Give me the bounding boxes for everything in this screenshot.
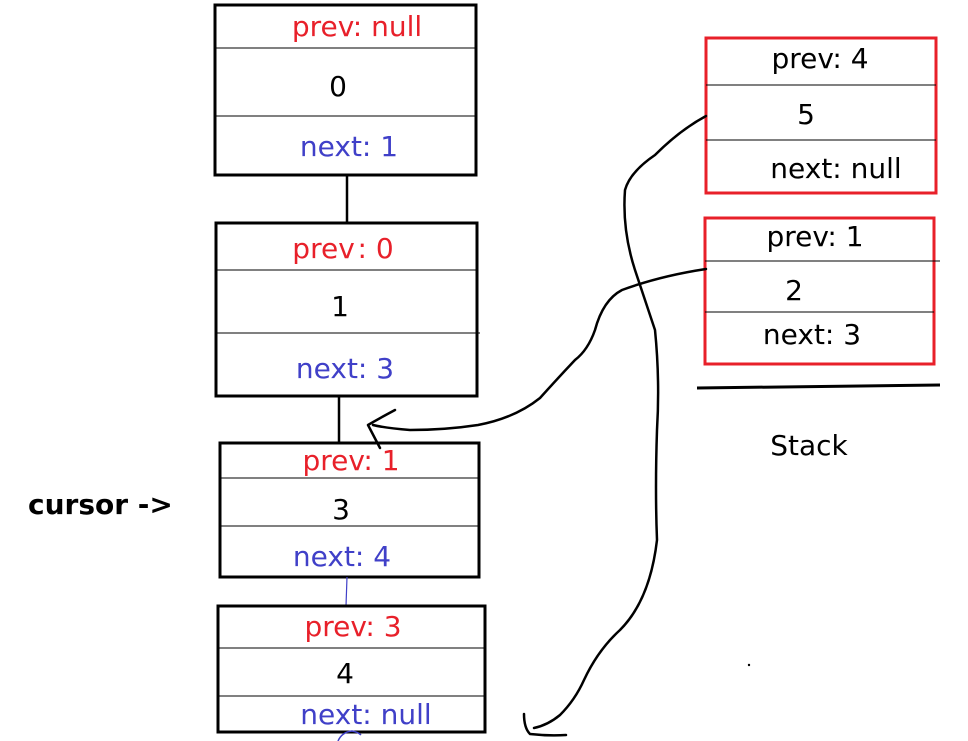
arrow-head [522,712,568,737]
next-pointer-label: next: null [300,698,431,731]
node-box [216,604,487,734]
node-box [213,3,478,177]
next-pointer-label: next: 1 [300,130,398,163]
stack-node-2: prev: 1 2 next: 3 [703,216,940,366]
scribble-mark [337,730,362,741]
cursor-label: cursor -> [28,488,173,521]
prev-pointer-label: prev : 0 [292,232,393,265]
list-node-0: prev: null 0 next: 1 [213,3,478,177]
stack-base-line [696,383,941,390]
prev-pointer-label: prev: 3 [304,610,401,643]
node-box [218,441,481,579]
prev-pointer-label: prev: null [292,10,422,43]
prev-pointer-label: prev: 1 [766,220,863,253]
node-value: 4 [336,657,354,690]
node-box [214,221,479,398]
restore-arrow-node-2 [371,267,708,432]
restore-arrow-node-5 [532,114,708,730]
node-value: 5 [797,98,815,131]
list-node-3: prev: 1 3 next: 4 [218,441,481,579]
list-node-4: prev: 3 4 next: null [216,604,487,734]
stack-node-5: prev: 4 5 next: null [704,36,938,195]
list-node-1: prev : 0 1 next: 3 [214,221,480,398]
next-pointer-label: next: 4 [293,540,391,573]
prev-pointer-label: prev: 4 [771,42,868,75]
next-pointer-label: next: null [770,152,901,185]
next-pointer-label: next: 3 [296,352,394,385]
stack-label: Stack [770,429,848,462]
node-link [345,576,348,607]
node-box [704,36,938,195]
arrow-head [366,408,397,450]
node-value: 1 [331,290,349,323]
node-value: 0 [329,70,347,103]
node-value: 3 [332,493,350,526]
next-pointer-label: next: 3 [763,318,861,351]
stray-dot [747,663,751,667]
node-box [703,216,936,366]
prev-pointer-label: prev: 1 [302,444,399,477]
node-value: 2 [785,274,803,307]
